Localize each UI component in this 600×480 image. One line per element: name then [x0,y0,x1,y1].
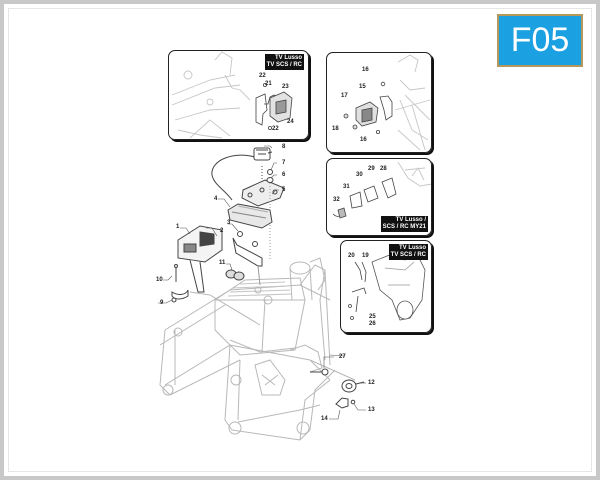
callout-28: 28 [380,166,387,172]
callout-27: 27 [339,354,346,360]
callout-24: 24 [287,119,294,125]
callout-19: 19 [362,253,369,259]
inset-panel-4-label: TV Lusso TV SCS / RC [388,244,428,260]
callout-6: 6 [282,172,286,178]
callout-15: 15 [359,84,366,90]
inset-panel-3-label: TV Lusso / SCS / RC MY21 [380,216,428,232]
inset-panel-3: TV Lusso / SCS / RC MY21 [326,158,432,236]
section-badge: F05 [497,14,583,67]
callout-17: 17 [341,93,348,99]
callout-2: 2 [220,228,224,234]
callout-14: 14 [321,416,328,422]
callout-4: 4 [214,196,218,202]
callout-8: 8 [282,144,286,150]
callout-7: 7 [282,160,286,166]
callout-20: 20 [348,253,355,259]
callout-16-bottom: 16 [360,137,367,143]
callout-32: 32 [333,197,340,203]
callout-12: 12 [368,380,375,386]
callout-13: 13 [368,407,375,413]
callout-25: 25 [369,314,376,320]
inset-panel-4: TV Lusso TV SCS / RC [340,240,432,333]
inset-panel-2 [326,52,432,153]
inset-panel-1-label: TV Lusso TV SCS / RC [264,54,304,70]
callout-18: 18 [332,126,339,132]
callout-31: 31 [343,184,350,190]
callout-3: 3 [227,220,231,226]
callout-29: 29 [368,166,375,172]
frame-inner-border [8,8,592,472]
callout-1: 1 [176,224,180,230]
callout-5: 5 [282,187,286,193]
callout-23: 23 [282,84,289,90]
callout-21: 21 [265,81,272,87]
callout-16-top: 16 [362,67,369,73]
callout-30: 30 [356,172,363,178]
callout-9: 9 [160,300,164,306]
inset-panel-1: TV Lusso TV SCS / RC [168,50,309,140]
callout-26: 26 [369,321,376,327]
callout-22-bottom: 22 [272,126,279,132]
callout-10: 10 [156,277,163,283]
callout-22-top: 22 [259,73,266,79]
callout-11: 11 [219,260,226,266]
